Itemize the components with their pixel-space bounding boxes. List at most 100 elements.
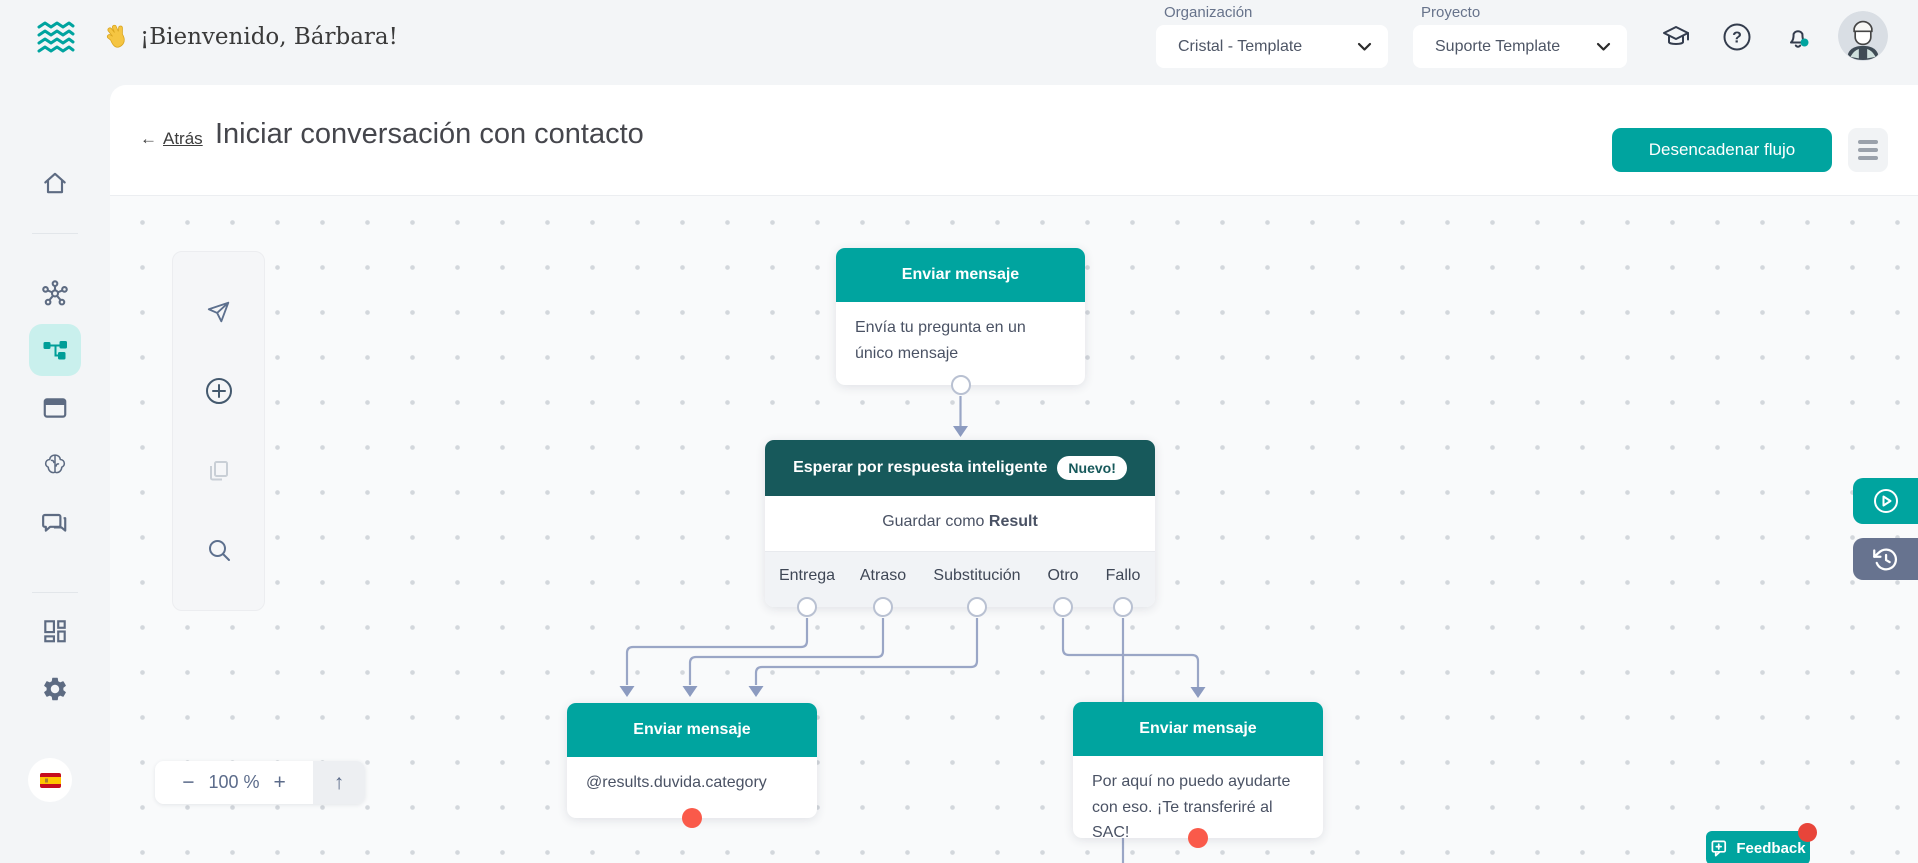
sidebar-item-hub[interactable] — [33, 272, 77, 316]
home-icon — [44, 172, 66, 194]
sidebar-item-flows[interactable] — [29, 324, 81, 376]
save-as-variable: Result — [988, 513, 1038, 530]
flow-connectors — [619, 396, 1206, 863]
zoom-level: 100 % — [208, 772, 260, 792]
node-header: Enviar mensaje — [567, 703, 817, 757]
arrow-up-icon: ↑ — [333, 770, 345, 794]
feedback-button[interactable]: Feedback — [1706, 823, 1817, 863]
exit-connector-atraso[interactable] — [873, 597, 893, 617]
node-title: Enviar mensaje — [901, 266, 1020, 283]
sidebar-item-chats[interactable] — [33, 500, 77, 544]
back-link[interactable]: ← Atrás — [140, 129, 203, 149]
copy-button[interactable] — [199, 451, 239, 491]
brain-icon — [44, 454, 66, 474]
copy-icon — [209, 460, 228, 481]
chevron-down-icon — [1357, 42, 1372, 52]
organization-label: Organización — [1164, 4, 1253, 21]
exit-connector-otro[interactable] — [1053, 597, 1073, 617]
bell-icon — [1790, 30, 1809, 48]
help-button[interactable]: ? — [1718, 18, 1756, 56]
node-wait-smart-response[interactable]: Esperar por respuesta inteligente Nuevo!… — [765, 440, 1155, 617]
trigger-flow-button[interactable]: Desencadenar flujo — [1612, 128, 1832, 172]
hamburger-icon — [1858, 140, 1878, 144]
welcome-heading: ¡Bienvenido, Bárbara! — [104, 0, 398, 73]
top-bar: ¡Bienvenido, Bárbara! Organización Crist… — [0, 0, 1918, 73]
page-title: Iniciar conversación con contacto — [215, 118, 644, 150]
project-value: Suporte Template — [1435, 37, 1561, 55]
category-substitucion: Substitución — [933, 567, 1021, 584]
sidebar-item-home[interactable] — [33, 161, 77, 205]
question-circle-icon: ? — [1723, 23, 1751, 51]
plus-circle-icon — [205, 378, 232, 405]
user-avatar[interactable] — [1838, 11, 1888, 61]
send-plane-icon — [207, 301, 229, 322]
canvas-toolbar — [172, 251, 265, 611]
organization-value: Cristal - Template — [1178, 37, 1303, 55]
notifications-button[interactable] — [1779, 18, 1817, 56]
flow-options-menu-button[interactable] — [1848, 128, 1888, 172]
scroll-top-button[interactable]: ↑ — [313, 761, 365, 804]
organization-select-group: Organización Cristal - Template — [1156, 4, 1388, 68]
search-button[interactable] — [199, 530, 239, 570]
sidebar-nav — [0, 73, 110, 863]
select-tool-button[interactable] — [199, 292, 239, 332]
chevron-down-icon — [1596, 42, 1611, 52]
exit-connector-entrega[interactable] — [797, 597, 817, 617]
zoom-out-button[interactable]: − — [182, 770, 195, 794]
gear-icon — [44, 677, 66, 701]
revision-history-tab[interactable] — [1853, 538, 1918, 580]
run-simulator-tab[interactable] — [1853, 478, 1918, 524]
node-categories-footer: Entrega Atraso Substitución Otro Fallo — [765, 551, 1155, 607]
avatar-illustration — [1838, 11, 1888, 61]
spain-flag-icon — [39, 772, 61, 788]
dashboard-grid-icon — [44, 620, 66, 643]
flow-header-panel: ← Atrás Iniciar conversación con contact… — [110, 85, 1918, 196]
unconnected-exit-dot[interactable] — [1188, 828, 1208, 848]
sidebar-item-intelligence[interactable] — [33, 443, 77, 487]
wave-icon — [104, 24, 130, 50]
node-title: Enviar mensaje — [1139, 720, 1257, 737]
sidebar-item-studio[interactable] — [33, 386, 77, 430]
node-body-text: Envía tu pregunta en un único mensaje — [855, 319, 1026, 362]
node-send-message-3[interactable]: Enviar mensaje Por aquí no puedo ayudart… — [1073, 702, 1323, 848]
category-atraso: Atraso — [859, 567, 907, 584]
project-select[interactable]: Suporte Template — [1413, 25, 1627, 68]
search-icon — [208, 540, 230, 562]
weni-logo-icon[interactable] — [36, 20, 76, 54]
project-label: Proyecto — [1421, 4, 1481, 21]
flow-canvas[interactable]: Enviar mensaje Envía tu pregunta en un ú… — [110, 196, 1918, 863]
project-select-group: Proyecto Suporte Template — [1413, 4, 1627, 68]
zoom-in-button[interactable]: + — [273, 770, 286, 794]
language-selector[interactable] — [28, 758, 72, 802]
unconnected-exit-dot[interactable] — [682, 808, 702, 828]
academy-button[interactable] — [1657, 18, 1695, 56]
greeting-text: ¡Bienvenido, Bárbara! — [140, 23, 398, 50]
back-label: Atrás — [163, 129, 203, 148]
zoom-control: − 100 % + ↑ — [155, 761, 365, 804]
play-circle-icon — [1873, 489, 1898, 513]
node-body-text: Guardar como Result — [765, 496, 1155, 548]
feedback-alert-dot — [1798, 823, 1817, 842]
exit-connector-fallo[interactable] — [1113, 597, 1133, 617]
organization-select[interactable]: Cristal - Template — [1156, 25, 1388, 68]
node-send-message-1[interactable]: Enviar mensaje Envía tu pregunta en un ú… — [836, 248, 1085, 395]
node-body-text: Por aquí no puedo ayudarte con eso. ¡Te … — [1092, 773, 1291, 842]
feedback-bubble-plus-icon — [1711, 840, 1727, 856]
sidebar-divider — [32, 233, 78, 234]
node-title: Enviar mensaje — [633, 721, 751, 738]
category-entrega: Entrega — [778, 567, 836, 584]
hub-network-icon — [42, 280, 68, 306]
browser-window-icon — [43, 398, 67, 418]
svg-text:?: ? — [1732, 30, 1742, 47]
graduation-cap-icon — [1663, 26, 1689, 45]
sidebar-item-integrations[interactable] — [33, 609, 77, 653]
node-title: Esperar por respuesta inteligente — [793, 459, 1048, 476]
sidebar-divider — [32, 592, 78, 593]
sidebar-item-settings[interactable] — [33, 667, 77, 711]
node-send-message-2[interactable]: Enviar mensaje @results.duvida.category — [567, 703, 817, 828]
add-node-button[interactable] — [199, 371, 239, 411]
new-badge: Nuevo! — [1057, 456, 1127, 480]
exit-connector[interactable] — [950, 375, 971, 395]
exit-connector-substitucion[interactable] — [967, 597, 987, 617]
